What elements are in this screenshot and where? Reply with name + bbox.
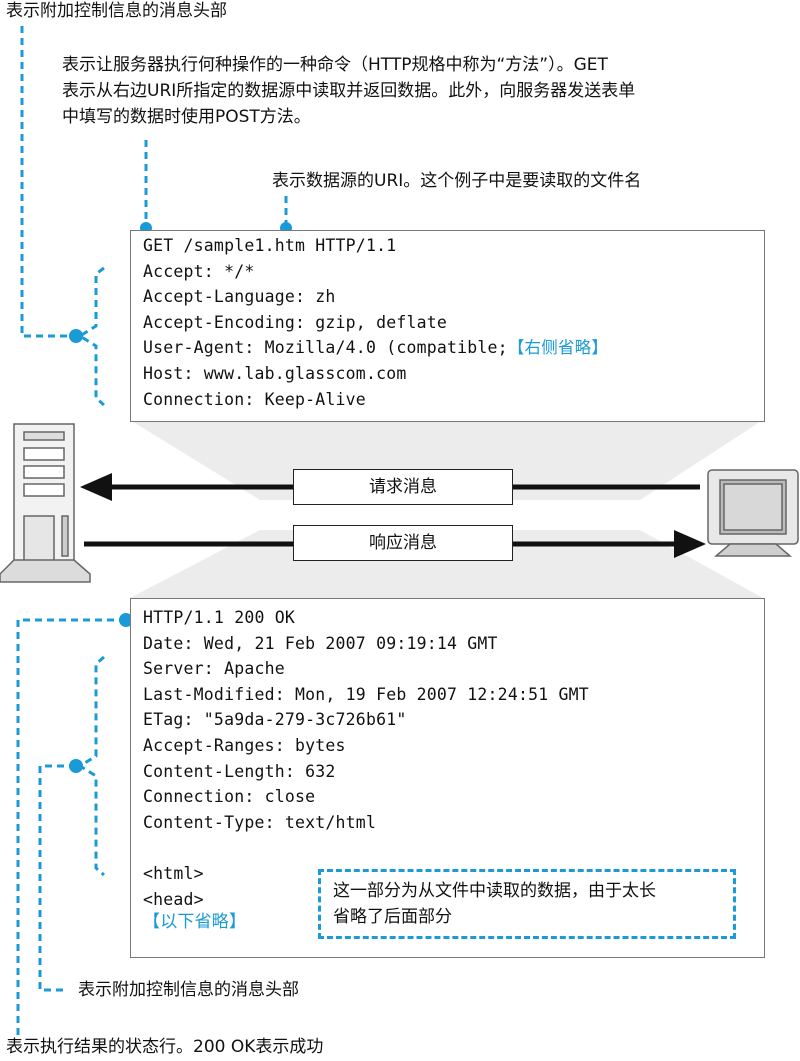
status-dot	[119, 613, 133, 627]
response-brace	[77, 655, 105, 877]
response-header-connection: Connection: close	[143, 787, 316, 807]
request-brace	[77, 266, 105, 407]
method-note-line3: 中填写的数据时使用POST方法。	[62, 107, 311, 127]
server-icon	[0, 423, 91, 583]
uri-note: 表示数据源的URI。这个例子中是要读取的文件名	[272, 171, 642, 191]
top-header-dot	[69, 329, 83, 343]
response-header-date: Date: Wed, 21 Feb 2007 09:19:14 GMT	[143, 633, 498, 653]
omit-right-label: 【右侧省略】	[507, 338, 609, 358]
response-shade	[130, 530, 763, 598]
response-header-etag: ETag: "5a9da-279-3c726b61"	[143, 710, 407, 730]
method-note-line2: 表示从右边URI所指定的数据源中读取并返回数据。此外，向服务器发送表单	[62, 81, 636, 101]
request-message-box: GET /sample1.htm HTTP/1.1 Accept: */* Ac…	[130, 230, 765, 422]
bottom-header-dot	[69, 759, 83, 773]
body-head-tag: <head>	[143, 889, 204, 909]
data-note-line2: 省略了后面部分	[333, 907, 452, 927]
monitor-icon	[707, 469, 799, 557]
request-header-host: Host: www.lab.glasscom.com	[143, 364, 407, 383]
data-note-box: 这一部分为从文件中读取的数据，由于太长 省略了后面部分	[318, 869, 736, 939]
request-header-connection: Connection: Keep-Alive	[143, 389, 366, 409]
bottom-header-connector	[38, 764, 76, 992]
response-message-label: 响应消息	[293, 525, 513, 561]
method-note-line1: 表示让服务器执行何种操作的一种命令（HTTP规格中称为“方法”）。GET	[62, 55, 608, 75]
request-message-label: 请求消息	[293, 469, 513, 505]
bottom-header-note: 表示附加控制信息的消息头部	[78, 980, 299, 1000]
status-connector	[16, 618, 126, 1040]
response-header-content-type: Content-Type: text/html	[143, 812, 377, 832]
response-header-server: Server: Apache	[143, 659, 285, 679]
status-note: 表示执行结果的状态行。200 OK表示成功	[6, 1037, 324, 1057]
request-shade	[130, 420, 763, 500]
request-header-accept-encoding: Accept-Encoding: gzip, deflate	[143, 312, 448, 332]
request-header-user-agent: User-Agent: Mozilla/4.0 (compatible;【右侧省…	[143, 335, 608, 361]
body-html-tag: <html>	[143, 864, 204, 883]
data-note-line1: 这一部分为从文件中读取的数据，由于太长	[333, 881, 656, 901]
response-header-content-length: Content-Length: 632	[143, 761, 336, 781]
response-header-accept-ranges: Accept-Ranges: bytes	[143, 736, 346, 755]
user-agent-text: User-Agent: Mozilla/4.0 (compatible;	[143, 338, 508, 358]
top-header-note: 表示附加控制信息的消息头部	[6, 1, 227, 21]
request-header-accept: Accept: */*	[143, 261, 255, 281]
status-line: HTTP/1.1 200 OK	[143, 608, 296, 627]
omit-below-label: 【以下省略】	[143, 912, 247, 932]
request-line: GET /sample1.htm HTTP/1.1	[143, 236, 397, 255]
response-header-last-modified: Last-Modified: Mon, 19 Feb 2007 12:24:51…	[143, 684, 589, 704]
request-header-accept-language: Accept-Language: zh	[143, 287, 336, 307]
